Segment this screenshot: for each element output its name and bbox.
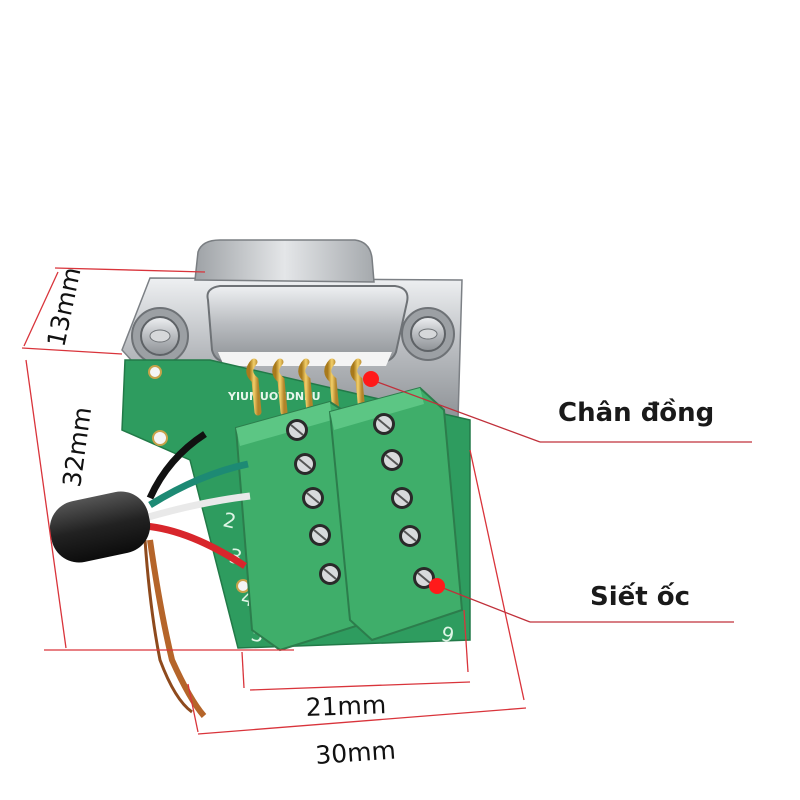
left-screw: [131, 307, 189, 365]
inner-width-dimension-label: 21mm: [305, 690, 386, 722]
pin-number-1: 2: [221, 507, 238, 533]
cable-with-wires: [49, 431, 251, 718]
pins-callout-dot: [363, 371, 379, 387]
depth-dimension-label: 13mm: [42, 264, 87, 349]
dimension-lines: [21, 267, 527, 735]
terminal-block-right: [328, 386, 464, 642]
height-dimension-label: 32mm: [57, 405, 97, 489]
outer-width-dimension-label: 30mm: [314, 735, 396, 770]
screws-callout-label: Siết ốc: [590, 582, 691, 612]
right-screw: [401, 307, 455, 361]
gold-copper-pins: [246, 358, 366, 416]
pcb-silkscreen-brand: YIUMUOTDNEU: [227, 390, 321, 403]
callout-pins: [363, 371, 752, 443]
screws-callout-dot: [429, 578, 445, 594]
callout-screws: [429, 578, 734, 623]
pin-number-9: 9: [439, 621, 456, 647]
pins-callout-label: Chân đồng: [558, 398, 715, 428]
